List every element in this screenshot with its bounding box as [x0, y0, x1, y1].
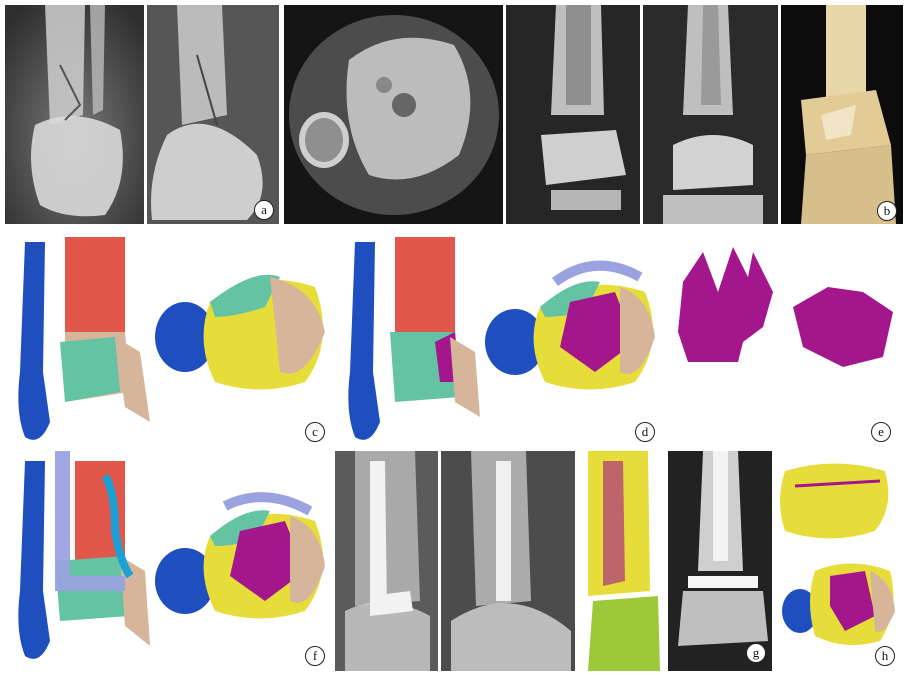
xray-ap-preop: [5, 5, 144, 224]
panel-label-h: h: [875, 646, 895, 666]
panel-label-c: c: [305, 422, 325, 442]
panel-label-d: d: [635, 422, 655, 442]
model-virtual-reduction: d: [335, 232, 660, 447]
panel-label-g: g: [746, 643, 766, 663]
panel-label-a: a: [254, 200, 274, 220]
ct-coronal-postop: g: [668, 451, 772, 671]
xray-lateral-preop: a: [147, 5, 279, 224]
model-preop-anterior: c: [5, 232, 330, 447]
xray-lateral-postop: [441, 451, 575, 671]
model-postop-3d: [578, 451, 664, 671]
xray-ap-postop: [335, 451, 438, 671]
model-postop-reduction: h: [775, 451, 903, 671]
panel-label-f: f: [305, 646, 325, 666]
panel-label-e: e: [871, 422, 891, 442]
model-central-fragment: e: [663, 232, 903, 447]
ct-sagittal-preop: [643, 5, 778, 224]
ct-axial-preop: [284, 5, 503, 224]
panel-label-b: b: [877, 201, 897, 221]
ct-coronal-preop: [506, 5, 640, 224]
ct-3d-reconstruction: b: [781, 5, 903, 224]
model-virtual-fixation: f: [5, 451, 330, 671]
